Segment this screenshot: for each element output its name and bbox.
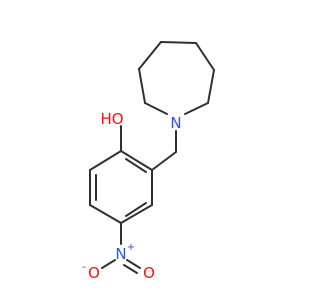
bond-ring-c3-c4 bbox=[120, 204, 153, 224]
ring-nitrogen-label: N bbox=[170, 114, 181, 132]
bond-azepane-5 bbox=[138, 41, 162, 70]
bond-ring-c1-c2 bbox=[120, 150, 153, 171]
bond-n-cright bbox=[184, 102, 209, 115]
bond-ring-double-inner-1 bbox=[125, 158, 147, 173]
nitro-nitrogen-label: N bbox=[115, 245, 126, 263]
bond-azepane-2 bbox=[207, 69, 215, 104]
bond-azepane-3 bbox=[195, 42, 215, 71]
structure-canvas: HO N N + O - O bbox=[82, 41, 215, 282]
nitro-nitrogen-charge: + bbox=[127, 242, 135, 253]
bond-azepane-6 bbox=[138, 68, 146, 104]
bond-c2-ch2 bbox=[151, 151, 177, 171]
nitro-oxygen-left-charge: - bbox=[82, 260, 86, 273]
bond-nitro-double-2 bbox=[123, 264, 138, 274]
molecule-diagram: HO N N + O - O bbox=[82, 41, 215, 282]
nitro-oxygen-left-label: O bbox=[88, 264, 100, 282]
bond-ring-double-inner-2 bbox=[125, 202, 147, 217]
bond-nitro-double-1 bbox=[126, 259, 141, 269]
bond-ring-c6-c1 bbox=[89, 150, 122, 171]
bond-nitro-single bbox=[101, 259, 116, 269]
bond-azepane-4 bbox=[160, 41, 197, 44]
hydroxyl-label: HO bbox=[100, 110, 123, 128]
bonds bbox=[89, 41, 215, 274]
bond-ring-c4-c5 bbox=[89, 204, 122, 224]
bond-azepane-7 bbox=[144, 102, 168, 115]
nitro-oxygen-right-label: O bbox=[143, 264, 155, 282]
